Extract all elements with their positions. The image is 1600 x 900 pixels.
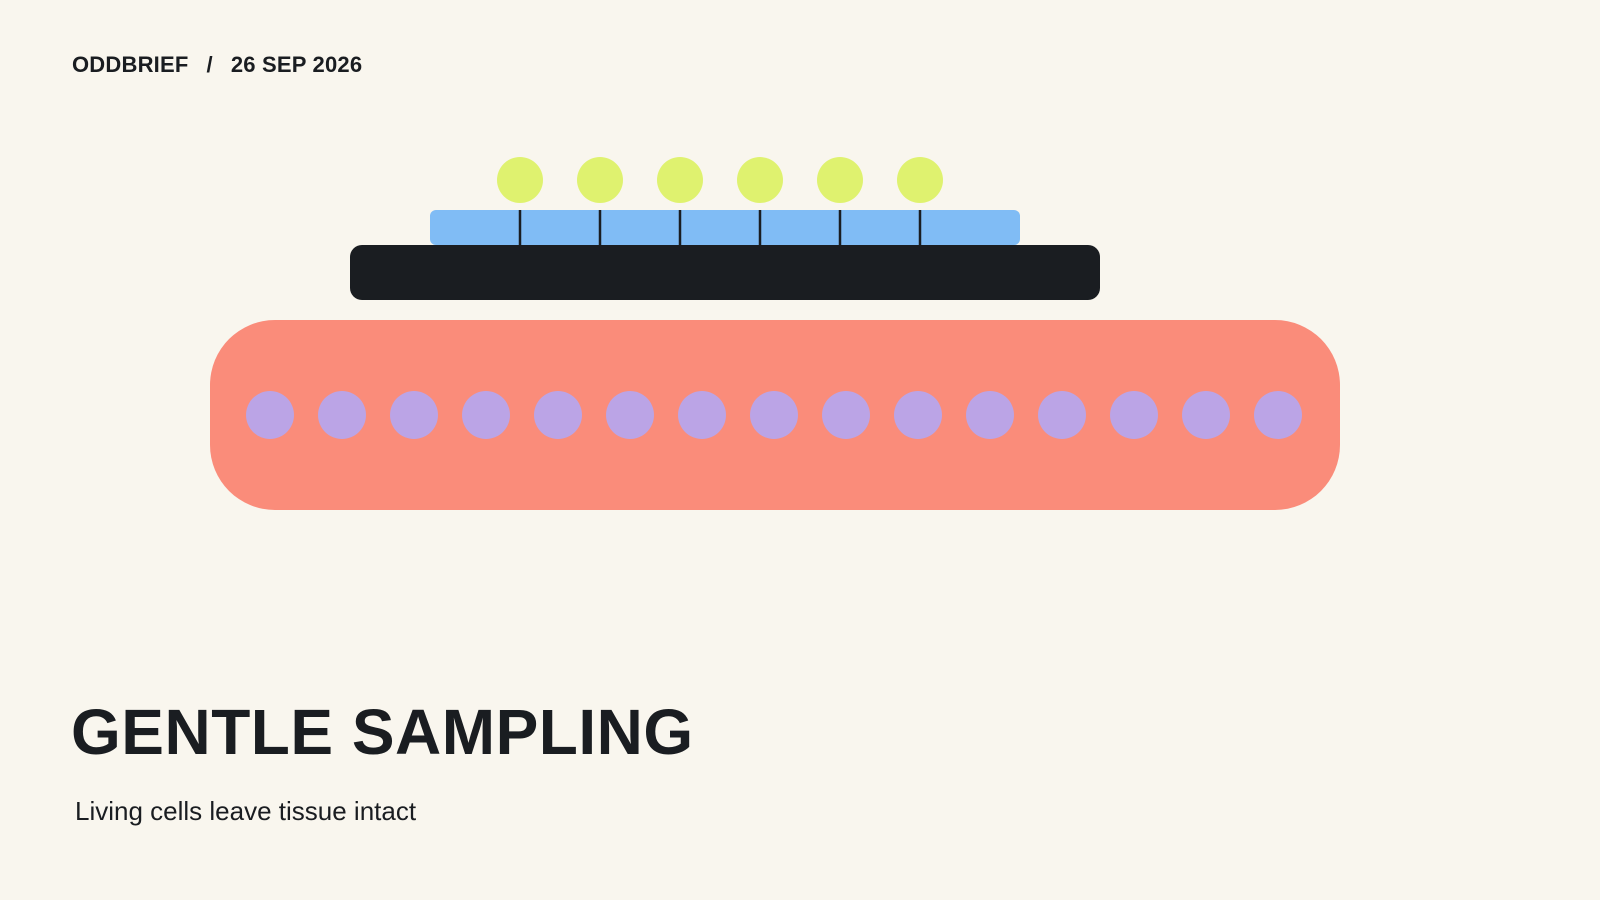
yellow-dot	[737, 157, 783, 203]
brand-name: ODDBRIEF	[72, 52, 189, 77]
purple-dot	[750, 391, 798, 439]
purple-dot	[390, 391, 438, 439]
yellow-dot	[577, 157, 623, 203]
masthead-separator: /	[206, 52, 213, 77]
sampling-illustration	[210, 157, 1340, 510]
purple-dot	[246, 391, 294, 439]
blue-strip	[430, 210, 1020, 245]
dark-bar	[350, 245, 1100, 300]
purple-dot	[1182, 391, 1230, 439]
purple-dot	[534, 391, 582, 439]
purple-dot	[678, 391, 726, 439]
purple-dot-row	[246, 391, 1302, 439]
masthead: ODDBRIEF / 26 SEP 2026	[72, 52, 362, 78]
yellow-dot	[897, 157, 943, 203]
purple-dot	[606, 391, 654, 439]
purple-dot	[462, 391, 510, 439]
yellow-dot	[817, 157, 863, 203]
strip-dividers	[518, 210, 922, 245]
yellow-dot	[657, 157, 703, 203]
purple-dot	[1254, 391, 1302, 439]
purple-dot	[894, 391, 942, 439]
yellow-dot-row	[497, 157, 943, 203]
headline: GENTLE SAMPLING	[71, 696, 694, 768]
purple-dot	[318, 391, 366, 439]
yellow-dot	[497, 157, 543, 203]
purple-dot	[1038, 391, 1086, 439]
purple-dot	[1110, 391, 1158, 439]
issue-date: 26 SEP 2026	[230, 52, 363, 77]
purple-dot	[966, 391, 1014, 439]
illustration-canvas	[210, 157, 1340, 510]
purple-dot	[822, 391, 870, 439]
subline: Living cells leave tissue intact	[75, 796, 417, 826]
